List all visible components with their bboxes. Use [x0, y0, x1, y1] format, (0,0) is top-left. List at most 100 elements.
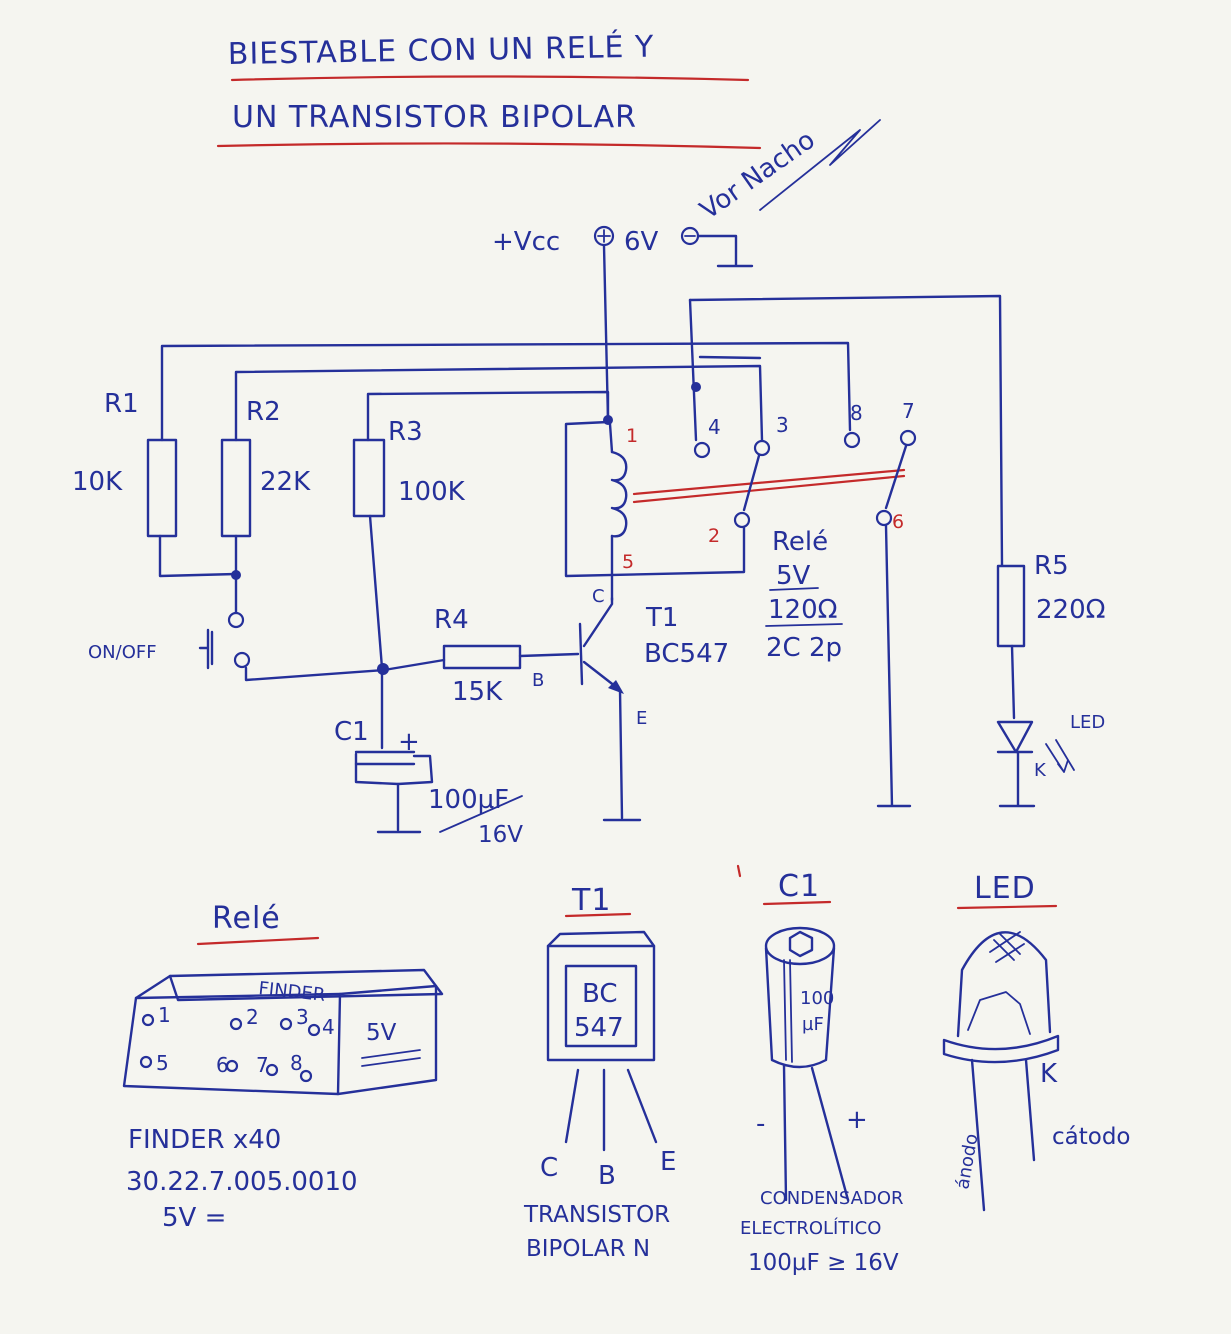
svg-text:E: E: [660, 1147, 676, 1177]
supply-ground-wire: [696, 234, 754, 268]
contact-8: [843, 431, 861, 449]
svg-text:R4: R4: [434, 605, 469, 635]
relay-body-pins: 1 2 3 4 5 6 7 8: [139, 1003, 335, 1083]
svg-text:5V: 5V: [366, 1020, 397, 1046]
svg-text:R1: R1: [104, 389, 139, 419]
led-drawing: LED K ánodo cátodo: [942, 871, 1131, 1212]
svg-text:C: C: [540, 1153, 558, 1183]
contact-7: [899, 429, 917, 447]
svg-text:4: 4: [708, 415, 721, 439]
vcc-label: +Vcc: [492, 227, 560, 257]
svg-text:6: 6: [216, 1053, 229, 1077]
svg-text:CONDENSADOR: CONDENSADOR: [760, 1188, 904, 1209]
switch-label: ON/OFF: [88, 642, 157, 663]
svg-text:K: K: [1040, 1059, 1058, 1089]
relay-spec: Relé 5V 120Ω 2C 2p: [765, 527, 843, 663]
svg-text:1: 1: [158, 1003, 171, 1027]
svg-text:3: 3: [776, 413, 789, 437]
r1-body: [146, 438, 178, 538]
relay-contacts: 4 3 8 7 2 6 1 5: [622, 399, 917, 573]
stray-mark: [736, 864, 742, 878]
svg-text:1: 1: [626, 425, 638, 447]
svg-text:16V: 16V: [478, 822, 523, 848]
supply-voltage: 6V: [624, 227, 659, 257]
resistor-bodies: [146, 438, 1026, 670]
power-supply: +Vcc 6V: [492, 225, 754, 268]
resistor-labels: R1 10K R2 22K R3 100K R4 15K R5 220Ω: [72, 389, 1106, 707]
transistor-labels: C T1 BC547 B E: [532, 586, 729, 729]
svg-text:R3: R3: [388, 417, 423, 447]
junctions: [231, 382, 701, 675]
svg-text:7: 7: [256, 1053, 269, 1077]
svg-text:2C 2p: 2C 2p: [766, 633, 842, 663]
relay-heading: Relé: [212, 901, 281, 936]
svg-text:30.22.7.005.0010: 30.22.7.005.0010: [126, 1167, 358, 1197]
title-underline2: [216, 142, 762, 150]
capacitor-labels: C1 + 100µF 16V: [334, 717, 523, 848]
svg-text:100µF: 100µF: [428, 785, 509, 815]
svg-text:TRANSISTOR: TRANSISTOR: [523, 1202, 670, 1228]
svg-text:+: +: [846, 1105, 868, 1135]
plus-sign: [597, 229, 611, 243]
on-off-switch: ON/OFF: [88, 611, 251, 670]
svg-text:100K: 100K: [398, 477, 466, 507]
svg-text:220Ω: 220Ω: [1036, 595, 1106, 625]
svg-text:+: +: [398, 727, 420, 757]
svg-text:FINDER: FINDER: [257, 978, 326, 1006]
svg-text:2: 2: [246, 1005, 259, 1029]
svg-text:FINDER x40: FINDER x40: [128, 1125, 281, 1155]
svg-text:4: 4: [322, 1015, 335, 1039]
title-block: BIESTABLE CON UN RELÉ Y UN TRANSISTOR BI…: [216, 29, 881, 226]
relay-drawing: Relé FINDER 5V 1 2 3 4 5 6 7 8 FINDER x4…: [122, 901, 444, 1233]
relay-armature: [632, 468, 906, 504]
svg-text:100µF ≥ 16V: 100µF ≥ 16V: [748, 1250, 899, 1276]
svg-text:5V: 5V: [776, 561, 811, 591]
led-heading: LED: [974, 871, 1036, 906]
title-underline1: [230, 75, 750, 82]
led-emission: [1045, 739, 1075, 773]
svg-text:8: 8: [290, 1051, 303, 1075]
r4-body: [442, 644, 522, 670]
c1-drawing: C1 100 µF - + CONDENSADOR ELECTROLÍTICO …: [740, 869, 904, 1276]
contact-3: [753, 439, 771, 457]
svg-text:T1: T1: [645, 603, 678, 633]
svg-text:8: 8: [850, 401, 863, 425]
contact-4: [693, 441, 711, 459]
svg-text:R2: R2: [246, 397, 281, 427]
r5-body: [996, 564, 1026, 648]
title-line2: UN TRANSISTOR BIPOLAR: [232, 100, 637, 135]
svg-text:5: 5: [622, 551, 634, 573]
svg-text:B: B: [598, 1161, 616, 1191]
svg-text:Relé: Relé: [772, 527, 828, 557]
contact-6: [875, 509, 893, 527]
svg-text:B: B: [532, 670, 544, 691]
svg-text:3: 3: [296, 1005, 309, 1029]
svg-text:120Ω: 120Ω: [768, 595, 838, 625]
svg-text:µF: µF: [802, 1014, 824, 1035]
svg-text:6: 6: [892, 511, 904, 533]
r3-body: [352, 438, 386, 518]
signature-flourish: [759, 119, 881, 211]
svg-text:22K: 22K: [260, 467, 311, 497]
svg-text:ELECTROLÍTICO: ELECTROLÍTICO: [740, 1217, 881, 1239]
svg-text:ánodo: ánodo: [952, 1132, 982, 1191]
svg-text:E: E: [636, 708, 647, 729]
led-labels: LED K: [1034, 712, 1105, 781]
t1-heading: T1: [571, 883, 611, 918]
svg-text:cátodo: cátodo: [1052, 1124, 1131, 1150]
svg-text:2: 2: [708, 525, 720, 547]
svg-text:-: -: [756, 1109, 765, 1139]
svg-text:C1: C1: [334, 717, 369, 747]
svg-text:R5: R5: [1034, 551, 1069, 581]
svg-text:5: 5: [156, 1051, 169, 1075]
svg-text:C: C: [592, 586, 605, 607]
svg-text:5V =: 5V =: [162, 1203, 226, 1233]
svg-text:100: 100: [800, 988, 834, 1009]
wires: [158, 244, 1075, 834]
svg-text:BIPOLAR N: BIPOLAR N: [526, 1236, 650, 1262]
svg-text:15K: 15K: [452, 677, 503, 707]
svg-text:LED: LED: [1070, 712, 1105, 733]
svg-text:BC547: BC547: [644, 639, 729, 669]
svg-text:547: 547: [574, 1013, 624, 1043]
